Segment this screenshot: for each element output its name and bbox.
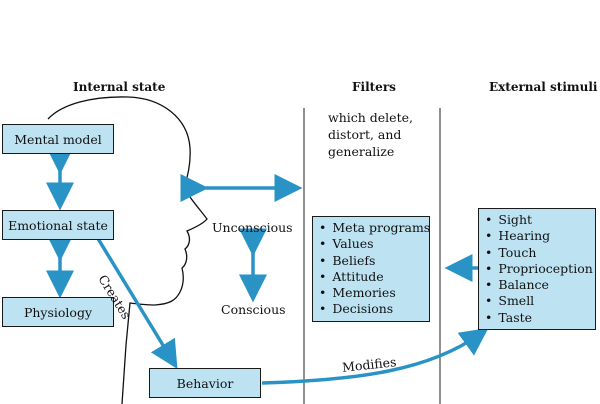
filter-item: Memories <box>319 285 423 301</box>
filter-item: Decisions <box>319 301 423 317</box>
stimulus-item: Touch <box>485 245 589 261</box>
filter-item: Values <box>319 236 423 252</box>
stimuli-list-box: Sight Hearing Touch Proprioception Balan… <box>478 208 596 330</box>
header-internal-state: Internal state <box>73 80 166 94</box>
arrow-modifies <box>261 327 489 385</box>
filters-list: Meta programs Values Beliefs Attitude Me… <box>319 220 430 318</box>
filter-note-line-1: which delete, <box>328 110 413 125</box>
stimulus-item: Hearing <box>485 228 589 244</box>
stimulus-item: Taste <box>485 310 589 326</box>
mental-model-box: Mental model <box>2 124 114 154</box>
arrow-creates <box>95 236 178 369</box>
header-external-stimuli: External stimuli <box>489 80 598 94</box>
stimulus-item: Smell <box>485 293 589 309</box>
stimulus-item: Balance <box>485 277 589 293</box>
stimuli-list: Sight Hearing Touch Proprioception Balan… <box>485 212 592 326</box>
filter-item: Attitude <box>319 269 423 285</box>
header-filters: Filters <box>352 80 396 94</box>
unconscious-label: Unconscious <box>212 220 293 235</box>
filters-list-box: Meta programs Values Beliefs Attitude Me… <box>312 216 430 322</box>
stimulus-item: Proprioception <box>485 261 592 277</box>
conscious-label: Conscious <box>221 302 286 317</box>
emotional-state-box: Emotional state <box>2 210 114 240</box>
filter-note-line-2: distort, and <box>328 127 402 142</box>
filter-note-line-3: generalize <box>328 144 395 159</box>
filter-item: Beliefs <box>319 253 423 269</box>
physiology-box: Physiology <box>2 297 114 327</box>
filter-item: Meta programs <box>319 220 430 236</box>
head-outline <box>47 96 208 404</box>
stimulus-item: Sight <box>485 212 589 228</box>
behavior-box: Behavior <box>149 368 261 398</box>
